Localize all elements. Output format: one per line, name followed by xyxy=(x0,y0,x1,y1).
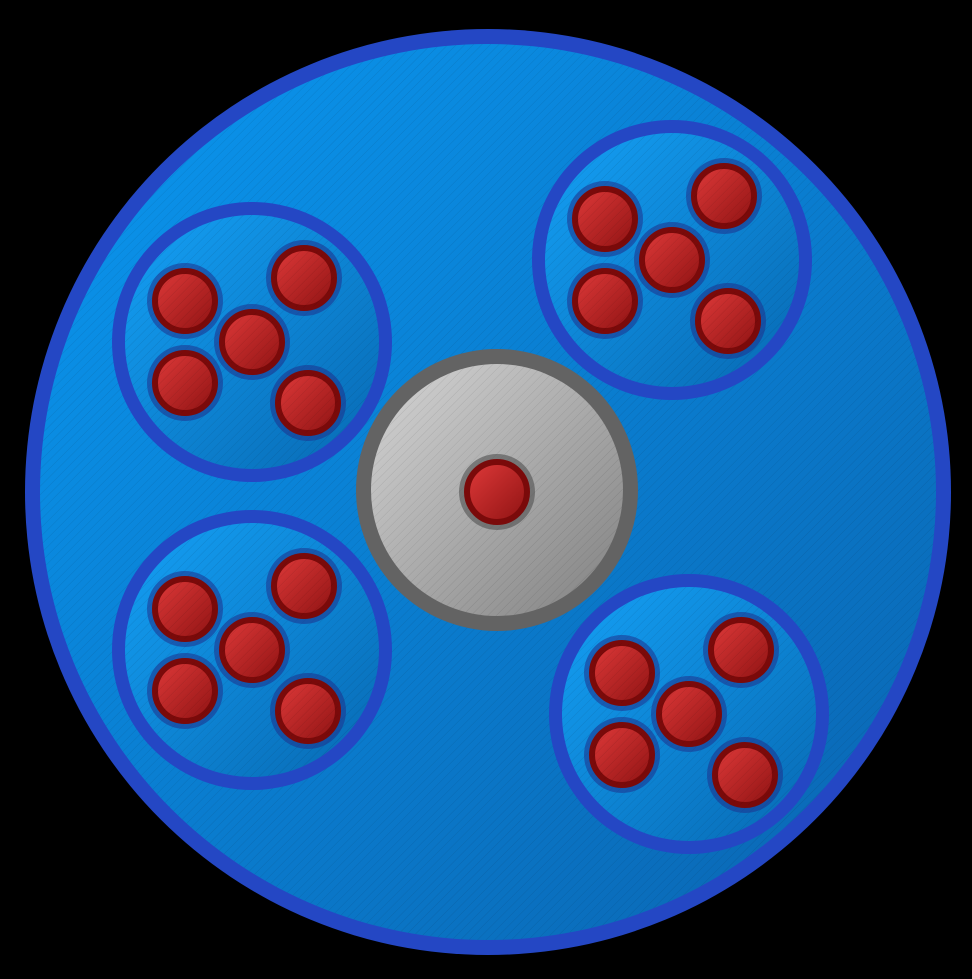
bundle-bottom-right-conductor-3-texture xyxy=(659,684,719,744)
bundle-top-right-conductor-5-texture xyxy=(698,291,758,351)
bundle-bottom-right-conductor-5-texture xyxy=(715,745,775,805)
bundle-top-right-conductor-4-texture xyxy=(575,271,635,331)
bundle-top-left xyxy=(112,202,392,482)
bundle-top-left-conductor-2-texture xyxy=(274,248,334,308)
bundle-top-right-conductor-2-texture xyxy=(694,166,754,226)
central-strength-member xyxy=(356,349,638,631)
bundle-top-left-conductor-3-texture xyxy=(222,312,282,372)
bundle-bottom-left-conductor-1-texture xyxy=(155,579,215,639)
bundle-top-left-conductor-5-texture xyxy=(278,373,338,433)
bundle-bottom-right-conductor-1-texture xyxy=(592,643,652,703)
bundle-bottom-left xyxy=(112,510,392,790)
central-conductor-1 xyxy=(467,462,527,522)
bundle-top-right xyxy=(532,120,812,400)
bundle-top-left-conductor-1-texture xyxy=(155,271,215,331)
bundle-top-left-conductor-4-texture xyxy=(155,353,215,413)
bundle-bottom-right-conductor-4-texture xyxy=(592,725,652,785)
bundle-bottom-left-conductor-3-texture xyxy=(222,620,282,680)
bundle-bottom-left-conductor-5-texture xyxy=(278,681,338,741)
bundle-top-right-conductor-3-texture xyxy=(642,230,702,290)
bundle-bottom-right xyxy=(549,574,829,854)
bundle-bottom-left-conductor-2-texture xyxy=(274,556,334,616)
bundle-bottom-right-conductor-2-texture xyxy=(711,620,771,680)
bundle-bottom-left-conductor-4-texture xyxy=(155,661,215,721)
bundle-top-right-conductor-1-texture xyxy=(575,189,635,249)
